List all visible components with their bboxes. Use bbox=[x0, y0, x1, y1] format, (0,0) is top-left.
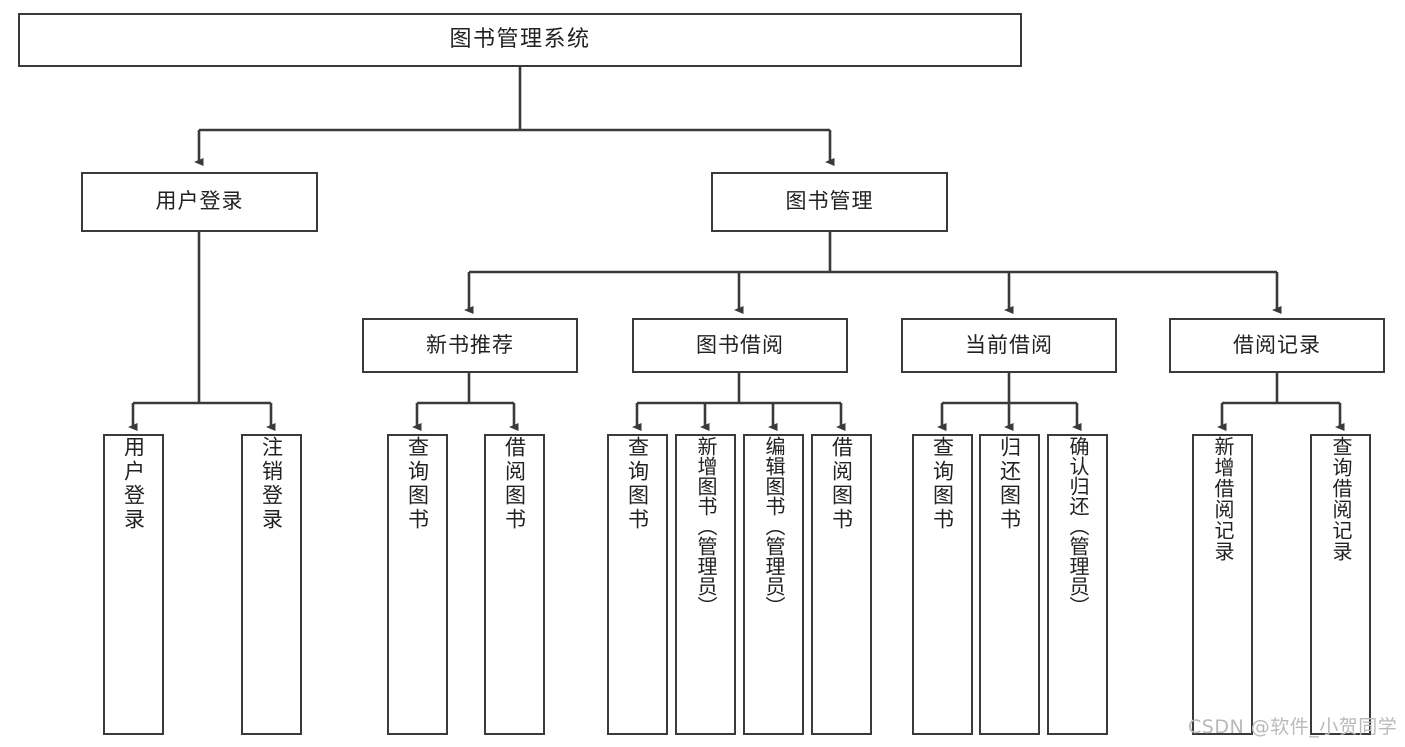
node-label: 用户登录 bbox=[121, 436, 146, 532]
node-leaf-user-login[interactable]: 用户登录 bbox=[103, 434, 164, 735]
node-label: 查询图书 bbox=[625, 436, 650, 532]
node-label: 新增借阅记录 bbox=[1211, 436, 1235, 562]
node-label: 确认归还（管理员） bbox=[1066, 436, 1090, 616]
node-label: 查询图书 bbox=[405, 436, 430, 532]
node-label: 图书管理系统 bbox=[449, 26, 591, 52]
node-label: 当前借阅 bbox=[965, 332, 1053, 357]
node-label: 归还图书 bbox=[997, 436, 1022, 532]
node-leaf-borrow-book-recommend[interactable]: 借阅图书 bbox=[484, 434, 545, 735]
node-label: 新增图书（管理员） bbox=[694, 436, 718, 616]
node-label: 用户登录 bbox=[155, 189, 244, 214]
node-label: 查询图书 bbox=[930, 436, 955, 532]
node-leaf-query-book-current[interactable]: 查询图书 bbox=[912, 434, 973, 735]
node-label: 图书管理 bbox=[785, 189, 874, 214]
node-label: 查询借阅记录 bbox=[1329, 436, 1353, 562]
node-book-management[interactable]: 图书管理 bbox=[711, 172, 948, 232]
node-leaf-query-borrow-record[interactable]: 查询借阅记录 bbox=[1310, 434, 1371, 735]
node-label: 借阅记录 bbox=[1233, 332, 1321, 357]
node-label: 注销登录 bbox=[259, 436, 284, 532]
node-leaf-edit-book-admin[interactable]: 编辑图书（管理员） bbox=[743, 434, 804, 735]
csdn-watermark: CSDN @软件_小贺同学 bbox=[1188, 716, 1398, 738]
node-label: 图书借阅 bbox=[696, 332, 784, 357]
node-new-book-recommend[interactable]: 新书推荐 bbox=[362, 318, 578, 373]
node-leaf-add-borrow-record[interactable]: 新增借阅记录 bbox=[1192, 434, 1253, 735]
node-label: 借阅图书 bbox=[502, 436, 527, 532]
node-borrow-record[interactable]: 借阅记录 bbox=[1169, 318, 1385, 373]
node-leaf-add-book-admin[interactable]: 新增图书（管理员） bbox=[675, 434, 736, 735]
node-label: 借阅图书 bbox=[829, 436, 854, 532]
node-user-login[interactable]: 用户登录 bbox=[81, 172, 318, 232]
node-leaf-return-book[interactable]: 归还图书 bbox=[979, 434, 1040, 735]
node-leaf-confirm-return-admin[interactable]: 确认归还（管理员） bbox=[1047, 434, 1108, 735]
node-leaf-query-book-borrow[interactable]: 查询图书 bbox=[607, 434, 668, 735]
node-book-borrow[interactable]: 图书借阅 bbox=[632, 318, 848, 373]
node-leaf-logout[interactable]: 注销登录 bbox=[241, 434, 302, 735]
node-current-borrow[interactable]: 当前借阅 bbox=[901, 318, 1117, 373]
node-label: 新书推荐 bbox=[426, 332, 514, 357]
node-leaf-borrow-book[interactable]: 借阅图书 bbox=[811, 434, 872, 735]
node-leaf-query-book-recommend[interactable]: 查询图书 bbox=[387, 434, 448, 735]
node-root-book-management-system[interactable]: 图书管理系统 bbox=[18, 13, 1022, 67]
node-label: 编辑图书（管理员） bbox=[762, 436, 786, 616]
